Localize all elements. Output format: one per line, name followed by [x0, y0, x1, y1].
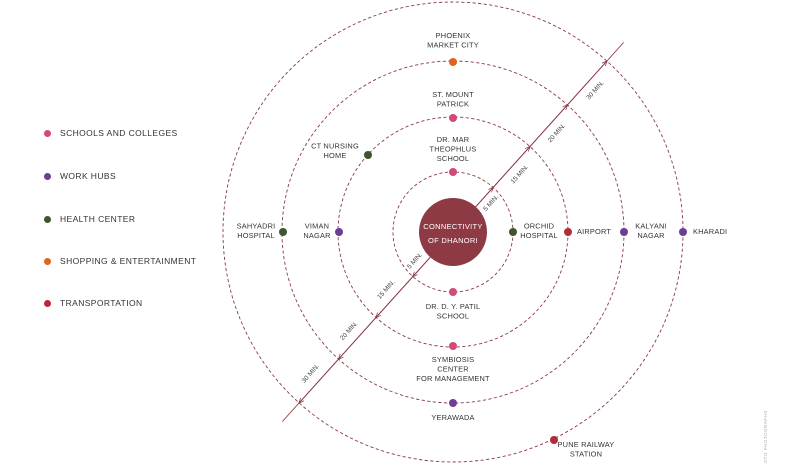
axis-segment-arrow — [299, 358, 339, 403]
place-marker — [449, 399, 457, 407]
center-node: CONNECTIVITY OF DHANORI — [419, 198, 487, 266]
legend-item-schools: SCHOOLS AND COLLEGES — [44, 128, 178, 138]
legend-label: SHOPPING & ENTERTAINMENT — [60, 256, 197, 266]
place-label: YERAWADA — [431, 413, 474, 422]
time-label: 15 MIN. — [510, 164, 531, 186]
place-yerawada: YERAWADA — [431, 399, 474, 422]
axis-segment-arrow — [376, 276, 414, 318]
place-label: HOME — [324, 151, 347, 160]
place-label: KALYANI — [635, 221, 667, 230]
time-label: 20 MIN. — [547, 122, 568, 144]
place-marker — [335, 228, 343, 236]
legend-label: SCHOOLS AND COLLEGES — [60, 128, 178, 138]
legend-swatch — [44, 172, 51, 180]
place-label: DR. D. Y. PATIL — [426, 302, 481, 311]
place-marker — [620, 228, 628, 236]
legend-item-transport: TRANSPORTATION — [44, 298, 143, 308]
photo-credit: OTO PHOTOGRAPHS — [763, 410, 768, 464]
legend-item-work: WORK HUBS — [44, 171, 116, 181]
place-label: SCHOOL — [437, 154, 469, 163]
legend-label: TRANSPORTATION — [60, 298, 143, 308]
axis-segment-arrow — [529, 105, 567, 147]
legend-item-shopping: SHOPPING & ENTERTAINMENT — [44, 256, 196, 266]
place-label: FOR MANAGEMENT — [416, 374, 490, 383]
legend-swatch — [44, 215, 51, 223]
place-label: SAHYADRI — [237, 221, 276, 230]
center-title-line2: OF DHANORI — [428, 236, 478, 245]
place-marker — [364, 151, 372, 159]
place-marker — [449, 58, 457, 66]
place-label: SCHOOL — [437, 312, 469, 321]
place-label: HOSPITAL — [237, 231, 275, 240]
place-label: HOSPITAL — [520, 231, 558, 240]
place-marker — [449, 288, 457, 296]
place-label: STATION — [570, 450, 602, 459]
time-label: 30 MIN. — [585, 80, 606, 102]
place-label: PHOENIX — [436, 31, 471, 40]
place-label: VIMAN — [305, 221, 329, 230]
place-kharadi: KHARADI — [679, 227, 727, 236]
place-label: CENTER — [437, 365, 469, 374]
place-label: AIRPORT — [577, 227, 611, 236]
center-title-line1: CONNECTIVITY — [423, 222, 482, 231]
axis-segment-arrow — [492, 147, 530, 188]
axis-segment-arrow — [339, 317, 377, 359]
place-label: PUNE RAILWAY — [558, 440, 615, 449]
place-label: SYMBIOSIS — [432, 355, 474, 364]
place-label: PATRICK — [437, 100, 469, 109]
legend-item-health: HEALTH CENTER — [44, 214, 135, 224]
center-circle — [419, 198, 487, 266]
place-label: NAGAR — [637, 231, 664, 240]
place-marker — [509, 228, 517, 236]
axis-segment-arrow — [475, 187, 493, 208]
place-marker — [679, 228, 687, 236]
legend-swatch — [44, 299, 51, 307]
place-label: ORCHID — [524, 221, 554, 230]
place-marker — [449, 342, 457, 350]
place-label: MARKET CITY — [427, 41, 479, 50]
place-marker — [279, 228, 287, 236]
place-label: KHARADI — [693, 227, 727, 236]
place-label: CT NURSING — [311, 141, 359, 150]
place-label: DR. MAR — [437, 135, 470, 144]
place-marker — [449, 114, 457, 122]
legend-swatch — [44, 129, 51, 137]
place-label: NAGAR — [303, 231, 330, 240]
place-marker — [550, 436, 558, 444]
legend-swatch — [44, 257, 51, 265]
place-marker — [449, 168, 457, 176]
place-marker — [564, 228, 572, 236]
axis-segment-arrow — [413, 256, 431, 276]
place-airport: AIRPORT — [564, 227, 611, 236]
legend-label: HEALTH CENTER — [60, 214, 136, 224]
place-label: THEOPHLUS — [430, 145, 477, 154]
place-label: ST. MOUNT — [432, 90, 474, 99]
legend-label: WORK HUBS — [60, 171, 117, 181]
axis-segment-arrow — [567, 61, 606, 106]
